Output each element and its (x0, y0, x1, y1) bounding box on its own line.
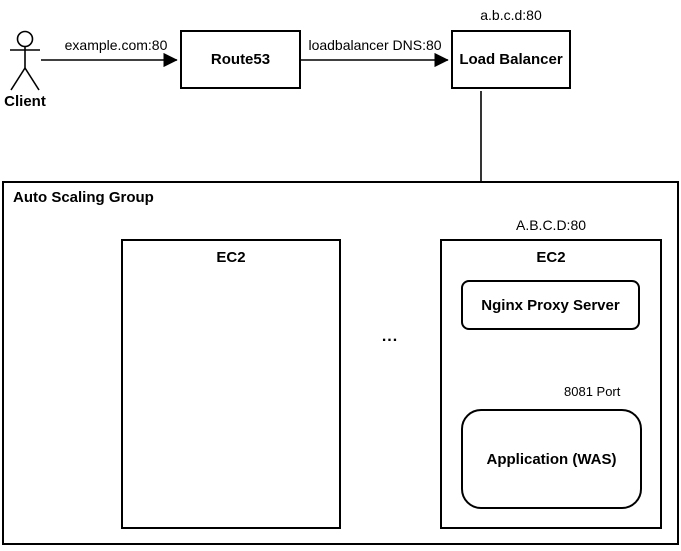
load-balancer-address-label: a.b.c.d:80 (451, 7, 571, 23)
edge-label-loadbalancer-dns: loadbalancer DNS:80 (305, 37, 445, 53)
application-was-node: Application (WAS) (461, 409, 642, 509)
ec2-right-label: EC2 (536, 249, 566, 266)
edge-label-example-com: example.com:80 (56, 37, 176, 53)
nginx-proxy-server-label: Nginx Proxy Server (481, 296, 620, 314)
ec2-left-label: EC2 (216, 249, 246, 266)
nginx-proxy-server-node: Nginx Proxy Server (461, 280, 640, 330)
scaling-ellipsis: ... (381, 328, 399, 345)
edge-label-8081-port: 8081 Port (564, 384, 621, 399)
ec2-right-address-label: A.B.C.D:80 (491, 217, 611, 233)
application-was-label: Application (WAS) (486, 450, 617, 468)
load-balancer-node: Load Balancer (451, 30, 571, 89)
route53-label: Route53 (210, 51, 271, 68)
client-label: Client (4, 93, 46, 110)
load-balancer-label: Load Balancer (459, 51, 563, 68)
auto-scaling-group-label: Auto Scaling Group (13, 189, 154, 206)
client-actor-icon (10, 30, 40, 91)
route53-node: Route53 (180, 30, 301, 89)
ec2-left-node: EC2 (121, 239, 341, 529)
